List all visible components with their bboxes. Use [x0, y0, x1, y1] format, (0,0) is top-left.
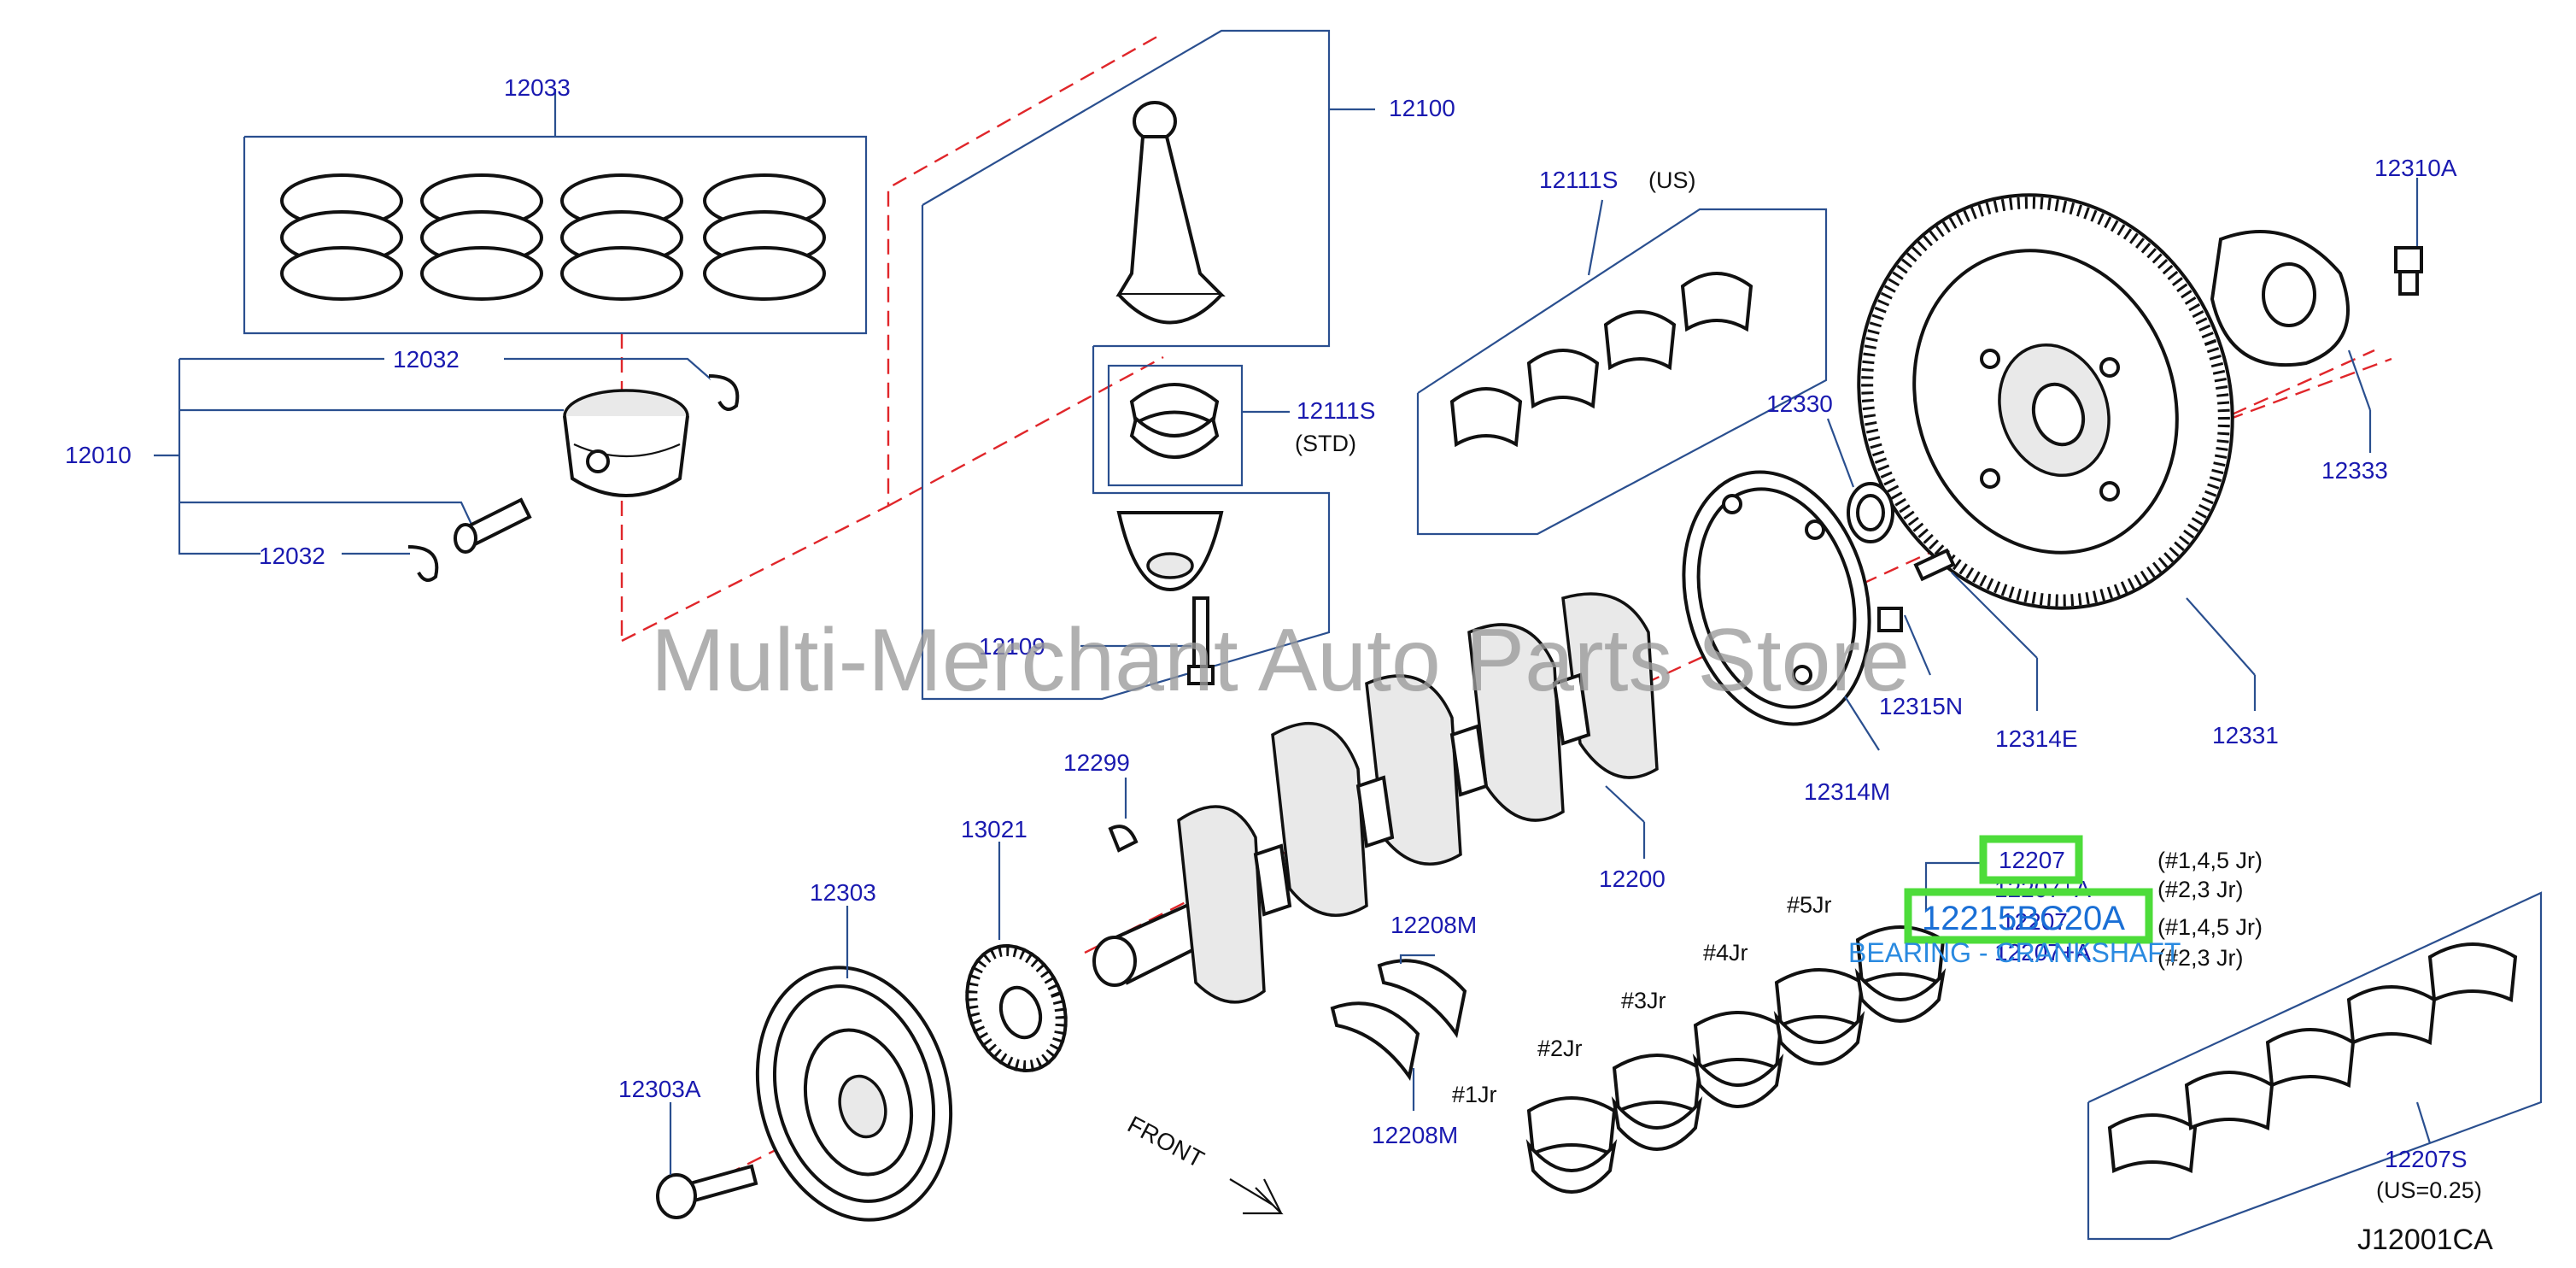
- ring-stack-3: [560, 173, 683, 301]
- journal-label-5: #5Jr: [1787, 892, 1832, 918]
- flywheel[interactable]: [1801, 142, 2290, 711]
- front-label: FRONT: [1123, 1111, 1209, 1173]
- label-12207b[interactable]: 12207: [2001, 908, 2068, 935]
- ring-stack-4: [703, 173, 826, 301]
- signal-plate[interactable]: [1657, 451, 1896, 751]
- journal-label-1: #1Jr: [1452, 1082, 1497, 1107]
- crank-bolt-12315n[interactable]: [1877, 607, 1932, 676]
- piston-group[interactable]: [154, 357, 740, 582]
- journal-1-bearing: [1525, 1096, 1618, 1194]
- piston: [563, 389, 689, 497]
- main-bearing-set-undersize[interactable]: [2087, 891, 2543, 1241]
- connecting-rod: [1115, 101, 1226, 325]
- label-12314m[interactable]: 12314M: [1804, 778, 1890, 805]
- note-std: (STD): [1295, 431, 1356, 456]
- rod-cap: [1116, 511, 1224, 592]
- flywheel-bolt[interactable]: [2394, 178, 2423, 296]
- piston-pin: [454, 497, 532, 554]
- bearing-shells-us: [1449, 272, 1753, 448]
- highlight-description: BEARING - CRANKSHAFT: [1848, 937, 2181, 968]
- note-us-025: (US=0.25): [2376, 1177, 2482, 1203]
- label-12314e[interactable]: 12314E: [1995, 725, 2078, 752]
- pulley-bolt[interactable]: [656, 1102, 758, 1219]
- highlight-part-number[interactable]: 12215BC20A: [1922, 900, 2125, 937]
- label-12032-bottom[interactable]: 12032: [259, 543, 325, 569]
- journal-label-3: #3Jr: [1621, 988, 1666, 1013]
- journal-2-bearing: [1611, 1054, 1703, 1151]
- note-us: (US): [1648, 167, 1696, 193]
- journal-label-4: #4Jr: [1703, 940, 1748, 966]
- rod-bolt: [1187, 596, 1215, 685]
- journal-4-bearing: [1773, 968, 1865, 1065]
- label-13021[interactable]: 13021: [961, 816, 1027, 842]
- ring-stack-1: [280, 173, 403, 301]
- connecting-rod-assembly[interactable]: [921, 29, 1375, 701]
- woodruff-key[interactable]: [1108, 778, 1139, 853]
- journal-3-bearing: [1692, 1011, 1784, 1108]
- dowel-pin[interactable]: [1913, 548, 2039, 711]
- label-12207[interactable]: 12207: [1999, 847, 2065, 873]
- journal-note-1: (#1,4,5 Jr): [2157, 848, 2263, 873]
- crank-pulley[interactable]: [730, 906, 978, 1242]
- watermark: Multi-Merchant Auto Parts Store: [651, 611, 1910, 710]
- front-direction-indicator: FRONT: [1123, 1111, 1284, 1215]
- reinforcement-plate[interactable]: [2210, 230, 2372, 453]
- label-12111s-us[interactable]: 12111S: [1539, 167, 1618, 193]
- diagram-code: J12001CA: [2357, 1224, 2493, 1256]
- ring-stack-2: [420, 173, 543, 301]
- highlight-box-part-number[interactable]: [1904, 888, 2153, 944]
- label-12033[interactable]: 12033: [504, 74, 571, 101]
- label-12111s-std[interactable]: 12111S: [1297, 397, 1375, 424]
- label-12303[interactable]: 12303: [810, 879, 876, 906]
- main-bearing-journals[interactable]: [1525, 861, 1982, 1194]
- label-12299[interactable]: 12299: [1063, 749, 1130, 776]
- oil-seal[interactable]: [1826, 418, 1894, 543]
- label-12208m-top[interactable]: 12208M: [1390, 912, 1477, 938]
- label-12315n[interactable]: 12315N: [1879, 693, 1963, 719]
- selected-part-highlight[interactable]: 12215BC20A BEARING - CRANKSHAFT: [1848, 835, 2181, 968]
- callout-labels: 12033 12100 12111S (US) 12310A 12032 120…: [65, 74, 2482, 1203]
- label-12200[interactable]: 12200: [1599, 866, 1666, 892]
- snap-ring-bottom: [407, 545, 439, 582]
- label-12207s[interactable]: 12207S: [2385, 1146, 2468, 1172]
- label-12010[interactable]: 12010: [65, 442, 132, 468]
- label-12100[interactable]: 12100: [1389, 95, 1455, 121]
- journal-note-3: (#1,4,5 Jr): [2157, 914, 2263, 940]
- bearing-shells-undersize: [2107, 942, 2518, 1173]
- thrust-washers[interactable]: [1330, 954, 1467, 1111]
- main-bearing-set-us[interactable]: [1416, 199, 1828, 536]
- journal-label-2: #2Jr: [1537, 1036, 1583, 1061]
- crank-sprocket[interactable]: [951, 842, 1083, 1084]
- label-12208m-bottom[interactable]: 12208M: [1372, 1122, 1458, 1148]
- snap-ring-top: [708, 374, 740, 411]
- label-12331[interactable]: 12331: [2212, 722, 2279, 748]
- rod-bearing-std: [1129, 383, 1220, 459]
- highlight-box-12207[interactable]: [1979, 835, 2083, 884]
- crankshaft[interactable]: [1092, 592, 1659, 1004]
- piston-ring-set[interactable]: [243, 89, 868, 335]
- label-12032-top[interactable]: 12032: [393, 346, 460, 373]
- journal-note-2: (#2,3 Jr): [2157, 877, 2244, 902]
- journal-note-4: (#2,3 Jr): [2157, 945, 2244, 971]
- journal-notes: (#1,4,5 Jr) (#2,3 Jr) (#1,4,5 Jr) (#2,3 …: [1452, 848, 2263, 1107]
- front-arrow-icon: [1229, 1178, 1284, 1215]
- label-12330[interactable]: 12330: [1766, 390, 1833, 417]
- label-12333[interactable]: 12333: [2321, 457, 2388, 484]
- label-12109[interactable]: 12109: [979, 633, 1045, 660]
- label-12303a[interactable]: 12303A: [618, 1076, 701, 1102]
- label-12310a[interactable]: 12310A: [2374, 155, 2457, 181]
